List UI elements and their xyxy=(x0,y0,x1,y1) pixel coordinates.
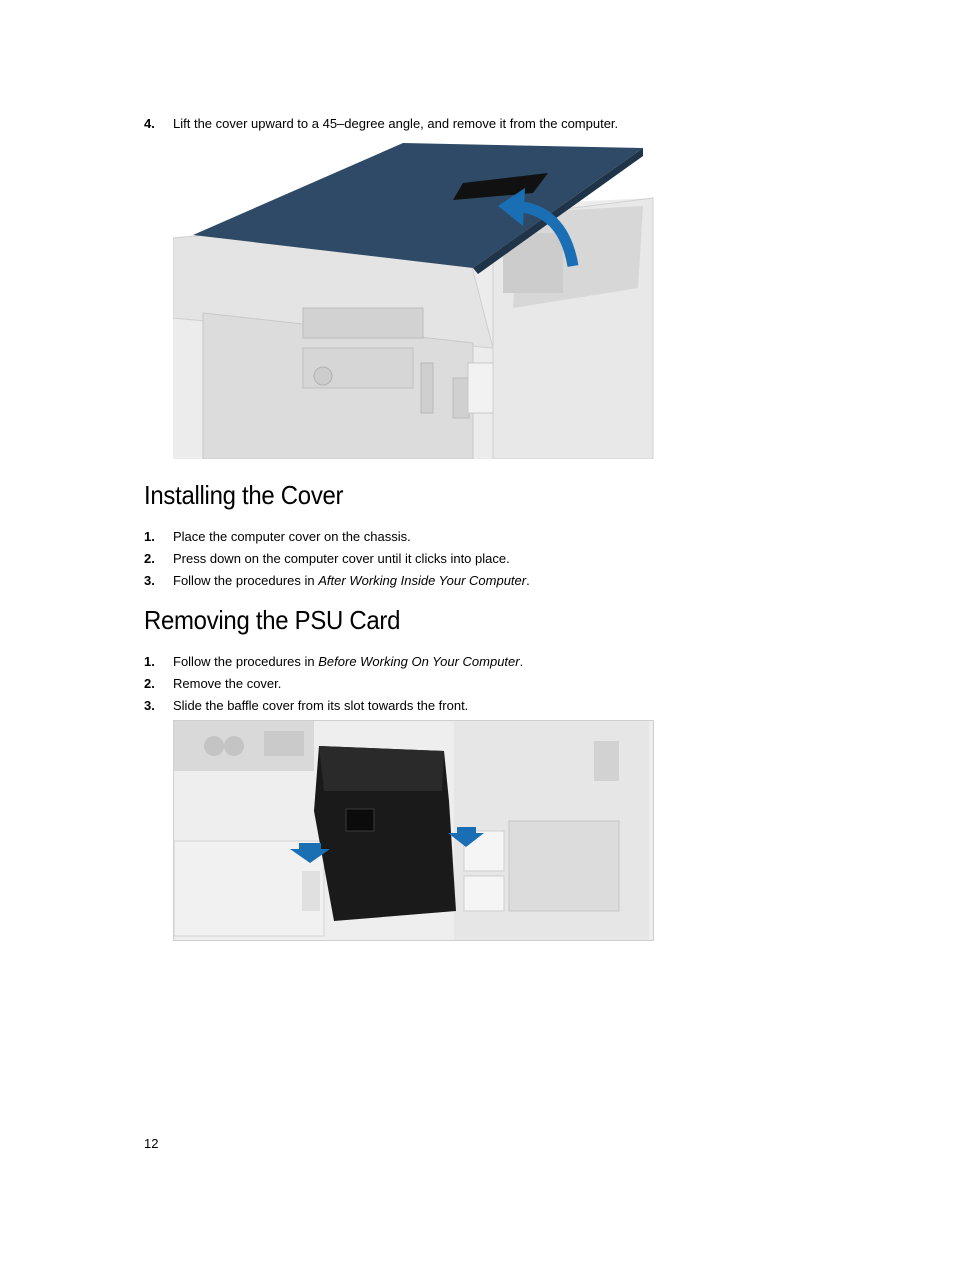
step-text-suffix: . xyxy=(526,573,530,588)
step-text-suffix: . xyxy=(519,654,524,669)
step-text-prefix: Follow the procedures in xyxy=(173,654,319,669)
remove-step-2: 2. Remove the cover. xyxy=(144,676,281,692)
install-step-1: 1. Place the computer cover on the chassi… xyxy=(144,529,411,545)
step-number: 1. xyxy=(144,529,155,544)
step-number: 2. xyxy=(144,676,155,691)
heading-removing-psu-card: Removing the PSU Card xyxy=(144,605,401,635)
step-number: 3. xyxy=(144,573,155,588)
step-text: Slide the baffle cover from its slot tow… xyxy=(173,698,469,713)
install-step-2: 2. Press down on the computer cover until… xyxy=(144,551,510,567)
step-text: Place the computer cover on the chassis. xyxy=(173,529,411,544)
step-text: Lift the cover upward to a 45–degree ang… xyxy=(173,116,619,131)
step-number: 3. xyxy=(144,698,155,713)
step-number: 2. xyxy=(144,551,155,566)
baffle-cover-illustration xyxy=(173,720,654,941)
cross-reference-link[interactable]: After Working Inside Your Computer xyxy=(318,573,527,588)
step-text-prefix: Follow the procedures in xyxy=(173,573,319,588)
remove-step-1: 1. Follow the procedures in Before Workin… xyxy=(144,654,523,670)
step-text: Press down on the computer cover until i… xyxy=(173,551,510,566)
step-number: 4. xyxy=(144,116,155,131)
step-number: 1. xyxy=(144,654,155,669)
step-4: 4. Lift the cover upward to a 45–degree a… xyxy=(144,116,618,132)
remove-step-3: 3. Slide the baffle cover from its slot t… xyxy=(144,698,468,714)
cross-reference-link[interactable]: Before Working On Your Computer xyxy=(318,654,520,669)
page-number: 12 xyxy=(144,1136,159,1151)
install-step-3: 3. Follow the procedures in After Working… xyxy=(144,573,530,589)
cover-removal-illustration xyxy=(173,138,657,459)
heading-installing-cover: Installing the Cover xyxy=(144,480,344,510)
step-text: Remove the cover. xyxy=(173,676,282,691)
